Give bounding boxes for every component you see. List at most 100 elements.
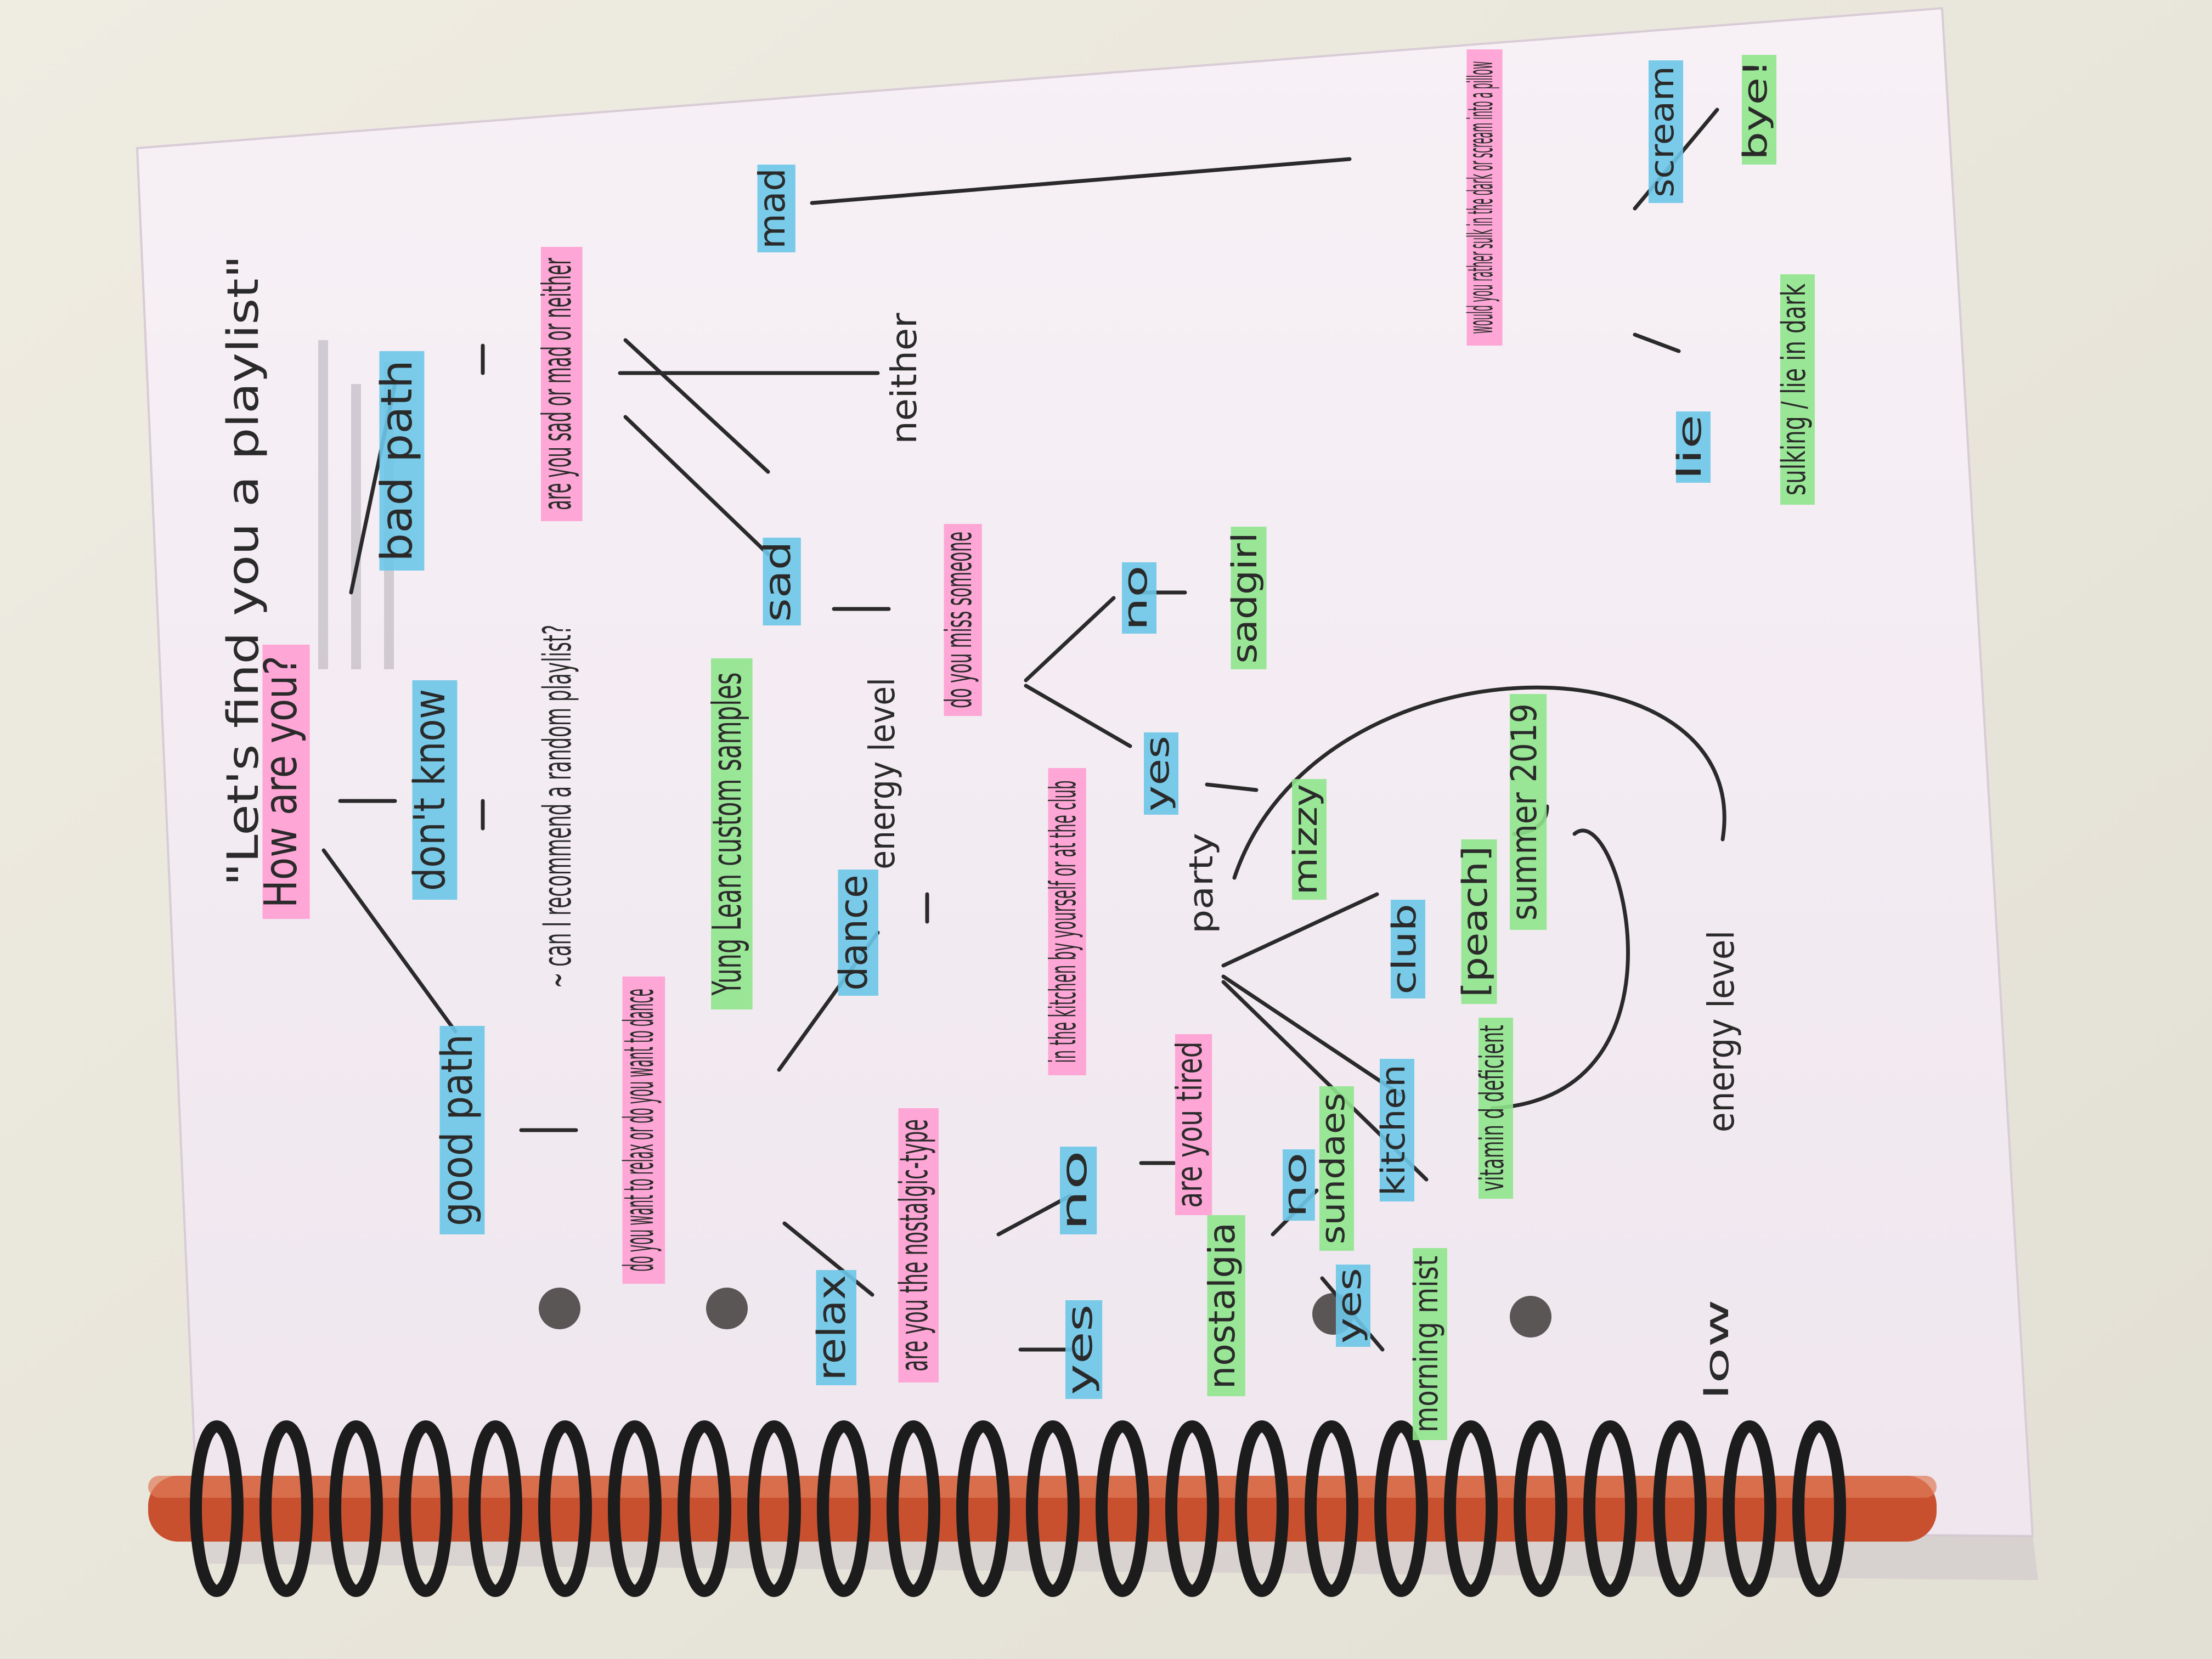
spiral-coil	[190, 1420, 244, 1597]
pink-highlight	[262, 645, 310, 919]
spiral-coil	[1096, 1420, 1149, 1597]
node-text: no	[1278, 1152, 1313, 1218]
node-text: bye!	[1736, 59, 1775, 160]
spiral-coil	[817, 1420, 871, 1597]
node-text: yes	[1060, 1304, 1101, 1395]
node-text: would you rather sulk in the dark or scr…	[1460, 61, 1500, 334]
pen	[148, 1476, 1937, 1542]
pink-highlight	[1048, 768, 1086, 1075]
green-highlight	[1742, 55, 1776, 165]
spiral-coil	[1444, 1420, 1498, 1597]
green-highlight	[1461, 839, 1497, 1004]
peach-node: [peach]	[1455, 839, 1497, 1004]
blue-highlight	[1649, 60, 1683, 203]
node-text: club	[1385, 904, 1424, 995]
kitchen-or-club-node: in the kitchen by yourself or at the clu…	[1042, 768, 1086, 1075]
spiral-coil	[956, 1420, 1010, 1597]
bye-node: bye!	[1736, 55, 1776, 165]
sadgirl-node: sadgirl	[1224, 527, 1267, 669]
miss-question-node: do you miss someone	[938, 524, 982, 716]
node-text: yes	[1138, 736, 1177, 811]
node-text: How are you?	[255, 656, 307, 908]
green-highlight	[711, 658, 753, 1009]
blue-highlight	[763, 538, 801, 625]
node-text: mad	[751, 168, 793, 249]
blue-highlight	[439, 1026, 485, 1234]
vitamin-node: vitamin d deficient	[1473, 1018, 1513, 1199]
node-text: scream	[1643, 66, 1681, 197]
green-highlight	[1319, 1086, 1354, 1251]
node-text: relax	[809, 1274, 854, 1380]
node-text: do you want to relax or do you want to d…	[616, 989, 663, 1271]
node-text: no	[1054, 1150, 1095, 1231]
node-text: don't know	[405, 689, 455, 891]
tired-question-node: are you tired	[1170, 1034, 1212, 1215]
spiral-coil	[259, 1420, 313, 1597]
spiral-coil	[1026, 1420, 1080, 1597]
spiral-coil	[1165, 1420, 1219, 1597]
blue-highlight	[838, 870, 878, 996]
green-highlight	[1413, 1248, 1447, 1440]
yes2-node: yes	[1330, 1265, 1370, 1347]
spiral-coil	[1653, 1420, 1707, 1597]
node-text: low	[1698, 1299, 1736, 1400]
blue-highlight	[1122, 562, 1156, 634]
mad-node: mad	[751, 165, 795, 252]
low-node: low	[1698, 1299, 1736, 1400]
blue-highlight	[1676, 411, 1711, 483]
node-text: sad	[757, 541, 799, 622]
spiral-coil	[1305, 1420, 1358, 1597]
neither-node: neither	[884, 313, 925, 444]
node-text: are you the nostalgic-type	[891, 1119, 936, 1372]
spiral-coil	[399, 1420, 453, 1597]
pink-highlight	[1175, 1034, 1212, 1215]
node-text: mizzy	[1286, 784, 1325, 895]
spiral-coil	[1374, 1420, 1428, 1597]
nostalgic-question-node: are you the nostalgic-type	[891, 1108, 939, 1383]
node-text: are you tired	[1170, 1041, 1210, 1208]
blue-highlight	[1283, 1149, 1315, 1221]
title-node: "Let's find you a playlist"	[219, 255, 268, 886]
node-text: nostalgia	[1201, 1222, 1243, 1389]
mad-question-node: would you rather sulk in the dark or scr…	[1460, 49, 1503, 346]
spiral-binding	[190, 1420, 1846, 1597]
blue-highlight	[816, 1270, 856, 1385]
spiral-coil	[887, 1420, 940, 1597]
blue-highlight	[757, 165, 795, 252]
spiral-coil	[1723, 1420, 1776, 1597]
punch-hole	[706, 1288, 748, 1329]
lie-node: lie	[1671, 411, 1711, 483]
blue-highlight	[412, 680, 458, 900]
node-text: good path	[433, 1034, 482, 1226]
energy-level-node: energy level	[862, 678, 903, 870]
sulking-node: sulking / lie in dark	[1775, 274, 1815, 505]
blue-highlight	[1336, 1265, 1370, 1347]
sundaes-node: sundaes	[1314, 1086, 1354, 1251]
blue-highlight	[1391, 900, 1425, 998]
blue-highlight	[1144, 732, 1178, 815]
spiral-coil	[1235, 1420, 1289, 1597]
relax-node: relax	[809, 1270, 856, 1385]
node-text: energy level	[1700, 930, 1742, 1132]
pink-highlight	[944, 524, 982, 716]
node-text: ~ can I recommend a random playlist?	[535, 625, 580, 988]
node-text: sundaes	[1314, 1093, 1352, 1244]
spiral-coil	[538, 1420, 592, 1597]
green-highlight	[1292, 779, 1327, 900]
spiral-coil	[1583, 1420, 1637, 1597]
node-text: Yung Lean custom samples	[704, 673, 750, 996]
node-text: "Let's find you a playlist"	[219, 255, 268, 886]
node-text: neither	[884, 313, 925, 444]
kitchen-node: kitchen	[1374, 1059, 1414, 1201]
spiral-coil	[469, 1420, 522, 1597]
question-node: are you sad or mad or neither	[534, 247, 583, 521]
node-text: dance	[831, 874, 876, 991]
summer-node: summer 2019	[1504, 694, 1547, 930]
node-text: in the kitchen by yourself or at the clu…	[1042, 780, 1084, 1063]
yes-node: yes	[1138, 732, 1178, 815]
mizzy-node: mizzy	[1286, 779, 1327, 900]
green-highlight	[1479, 1018, 1513, 1199]
no1-node: no	[1054, 1147, 1097, 1234]
spiral-coil	[1514, 1420, 1567, 1597]
